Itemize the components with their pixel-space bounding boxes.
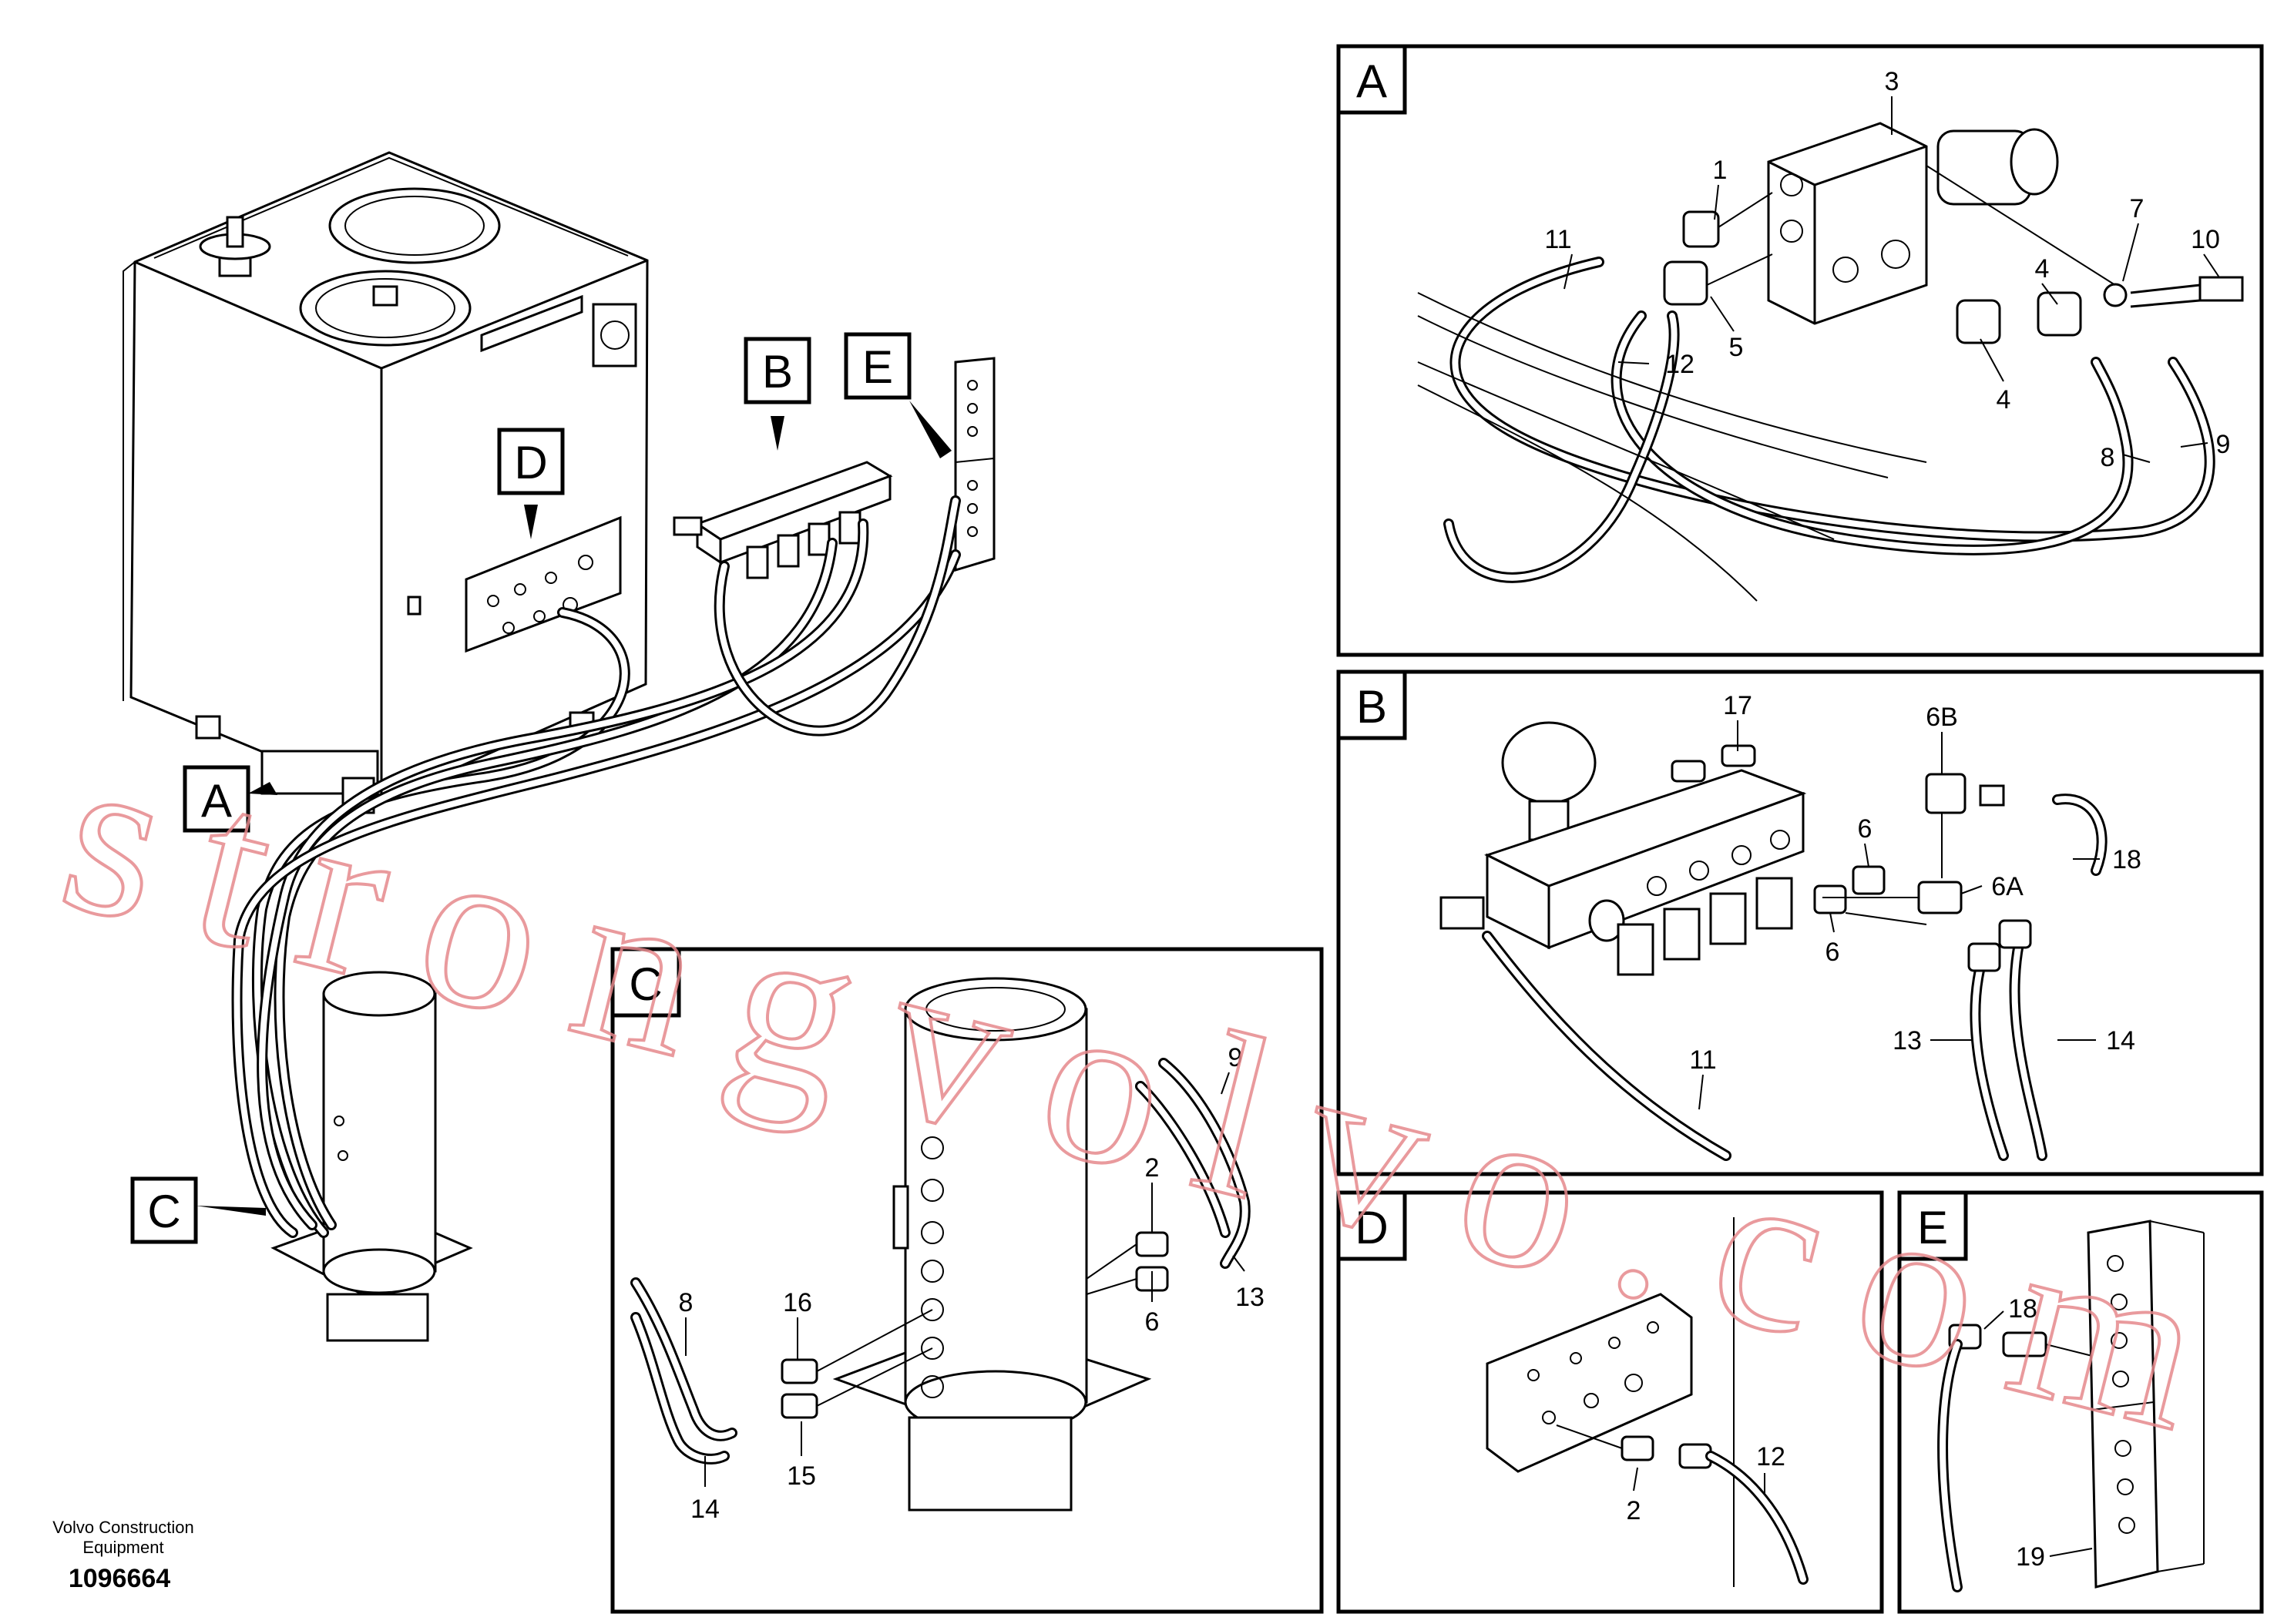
brand-line-2: Equipment [82,1538,163,1557]
panel-tag: B [1356,681,1387,733]
detail-panel-E: E 18 19 [1897,1190,2264,1614]
part-label: 12 [1756,1442,1785,1471]
detail-panel-A: A [1336,44,2264,657]
part-label: 8 [679,1288,694,1317]
part-label: 2 [1627,1496,1641,1525]
part-label: 18 [2008,1294,2037,1324]
panel-tag: D [1355,1202,1388,1253]
part-label: 9 [2216,430,2231,459]
overview-valve-block [673,461,893,579]
part-label: 9 [1228,1043,1243,1072]
detail-panel-D: D 12 2 [1336,1190,1884,1614]
part-label: 4 [2035,254,2050,284]
callout-label: E [862,341,893,393]
detail-panel-B: B [1336,669,2264,1176]
part-label: 8 [2101,443,2115,472]
overview-swivel-joint [270,971,473,1342]
callout-B[interactable]: B [744,337,811,451]
part-label: 12 [1665,350,1694,379]
part-label: 14 [690,1495,720,1524]
overview-manifold [954,357,996,572]
part-label: 6 [1145,1307,1160,1337]
part-label: 6B [1926,703,1958,732]
overview-hoses [231,495,961,1238]
part-label: 14 [2106,1026,2135,1055]
part-label: 6 [1858,814,1872,844]
callout-label: A [201,775,232,827]
part-label: 4 [1997,385,2011,414]
part-label: 5 [1729,333,1744,362]
callout-label: D [514,437,547,488]
brand-line-1: Volvo Construction [52,1518,193,1537]
callout-label: C [147,1186,180,1237]
hydraulic-tank [123,151,649,814]
overview-drawing: A B E D C [123,151,996,1342]
part-label: 6 [1825,938,1840,967]
callout-D[interactable]: D [497,428,565,539]
part-label: 17 [1723,691,1752,720]
part-label: 16 [783,1288,812,1317]
part-label: 11 [1544,225,1571,254]
part-label: 15 [787,1461,816,1491]
callout-A[interactable]: A [183,765,277,833]
part-label: 18 [2112,845,2141,874]
part-label: 13 [1893,1026,1922,1055]
part-label: 1 [1713,156,1728,185]
callout-E[interactable]: E [844,332,952,458]
part-label: 2 [1145,1153,1160,1183]
part-label: 11 [1689,1045,1716,1075]
drawing-footer: Volvo Construction Equipment 1096664 [52,1518,193,1593]
detail-panel-C: C [610,947,1324,1614]
panel-tag: C [629,958,662,1010]
part-label: 10 [2191,225,2220,254]
part-label: 7 [2130,194,2145,223]
part-label: 3 [1885,67,1899,96]
panel-tag: E [1917,1202,1948,1253]
part-label: 6A [1991,872,2024,901]
drawing-number: 1096664 [69,1564,170,1593]
part-label: 13 [1235,1283,1265,1312]
tank-port-plate [465,515,622,653]
callout-C[interactable]: C [130,1176,266,1244]
panel-tag: A [1356,55,1387,107]
part-label: 19 [2016,1542,2045,1572]
callout-label: B [762,346,793,398]
